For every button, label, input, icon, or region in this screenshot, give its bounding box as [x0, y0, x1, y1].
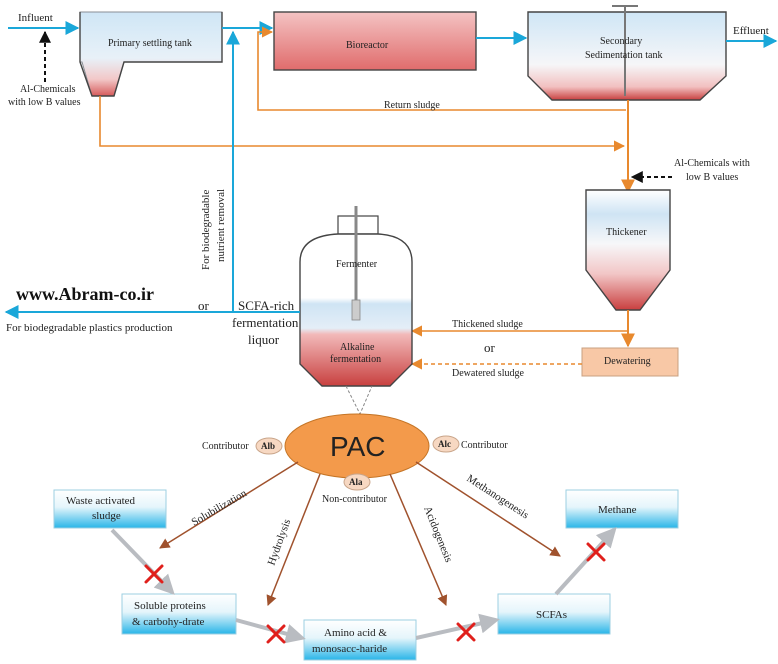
- was-box: [53, 489, 167, 529]
- solubilization-arrow: [159, 461, 299, 549]
- soluble-label-1: Soluble proteins: [134, 600, 206, 612]
- primary-sludge-line: [99, 96, 626, 152]
- alc-label: Alc: [438, 439, 451, 449]
- zoom-connector: [345, 385, 373, 416]
- dewatering-box: [581, 347, 679, 377]
- amino-to-scfas-arrow: [415, 613, 500, 640]
- primary-tank-label: Primary settling tank: [108, 38, 192, 49]
- acidogenesis-label: Acidogenesis: [421, 505, 454, 564]
- alb-label: Alb: [261, 441, 275, 451]
- scfa-label-2: fermentation: [232, 315, 299, 330]
- scfas-to-methane-arrow: [554, 527, 617, 596]
- alkaline-label-2: fermentation: [330, 354, 381, 365]
- or-left: or: [198, 298, 210, 313]
- effluent-label: Effluent: [733, 25, 769, 37]
- amino-label-1: Amino acid &: [324, 627, 387, 639]
- soluble-label-2: & carbohy-drate: [132, 616, 204, 628]
- block-cross-1: [144, 564, 164, 584]
- was-label-1: Waste activated: [66, 495, 136, 507]
- hydrolysis-label: Hydrolysis: [266, 518, 294, 567]
- nutrient-label-2: nutrient removal: [215, 189, 227, 262]
- primary-settling-tank: [79, 11, 223, 97]
- scfas-box: [497, 593, 611, 635]
- amino-box: [303, 619, 417, 661]
- thickened-sludge-label: Thickened sludge: [452, 319, 523, 330]
- alb-badge: [255, 437, 283, 455]
- al-chem-right-2: low B values: [686, 172, 738, 183]
- thickener-label: Thickener: [606, 227, 647, 238]
- non-contributor-label: Non-contributor: [322, 494, 388, 505]
- solubilization-label: Solubilization: [190, 487, 250, 529]
- contributor-left: Contributor: [202, 441, 249, 452]
- or-right: or: [484, 340, 496, 355]
- hydrolysis-arrow: [266, 473, 321, 606]
- methane-box: [565, 489, 679, 529]
- pac-label: PAC: [330, 431, 386, 462]
- return-sludge-label: Return sludge: [384, 100, 440, 111]
- was-label-2: sludge: [92, 510, 121, 522]
- dewatered-sludge-label: Dewatered sludge: [452, 368, 524, 379]
- influent-label: Influent: [18, 12, 53, 24]
- watermark: www.Abram-co.ir: [16, 284, 154, 304]
- methane-label: Methane: [598, 504, 637, 516]
- alkaline-label-1: Alkaline: [340, 342, 375, 353]
- secondary-sedimentation-tank: [527, 5, 727, 101]
- block-cross-3: [456, 622, 476, 642]
- fermenter: [299, 206, 413, 387]
- ala-label: Ala: [349, 477, 363, 487]
- fermenter-label: Fermenter: [336, 259, 378, 270]
- methanogenesis-arrow: [415, 461, 561, 557]
- contributor-right: Contributor: [461, 440, 508, 451]
- scfas-label: SCFAs: [536, 609, 567, 621]
- al-chem-right-1: Al-Chemicals with: [674, 158, 750, 169]
- al-chem-left-1: Al-Chemicals: [20, 84, 76, 95]
- block-cross-4: [586, 542, 606, 562]
- return-sludge-line: [257, 26, 626, 111]
- amino-label-2: monosacc-haride: [312, 643, 387, 655]
- thickener: [585, 189, 671, 311]
- secondary-label-1: Secondary: [600, 36, 642, 47]
- block-cross-2: [266, 624, 286, 644]
- bioreactor: [273, 11, 477, 71]
- plastics-label: For biodegradable plastics production: [6, 322, 173, 334]
- soluble-box: [121, 593, 237, 635]
- methanogenesis-label: Methanogenesis: [464, 472, 530, 521]
- nutrient-label-1: For biodegradable: [200, 190, 212, 270]
- dewatering-label: Dewatering: [604, 356, 651, 367]
- bioreactor-label: Bioreactor: [346, 40, 389, 51]
- acidogenesis-arrow: [389, 473, 448, 606]
- scfa-label-3: liquor: [248, 332, 280, 347]
- alc-badge: [432, 435, 460, 453]
- secondary-label-2: Sedimentation tank: [585, 50, 663, 61]
- ala-badge: [343, 473, 371, 491]
- al-chem-left-2: with low B values: [8, 97, 81, 108]
- scfa-label-1: SCFA-rich: [238, 298, 295, 313]
